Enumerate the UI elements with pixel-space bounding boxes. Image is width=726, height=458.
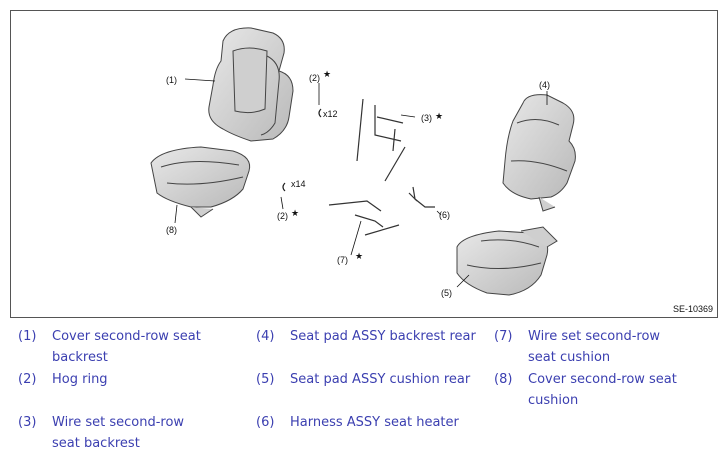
quantity-12: x12 xyxy=(323,109,338,119)
star-mark: ★ xyxy=(291,208,299,218)
quantity-14: x14 xyxy=(291,179,306,189)
callout-6: (6) xyxy=(439,210,450,220)
legend-text: Wire set second-row seat backrest xyxy=(52,415,185,451)
legend-text: Seat pad ASSY backrest rear xyxy=(290,329,476,344)
callout-2-top: (2) xyxy=(309,73,320,83)
legend-number: (3) xyxy=(18,415,37,430)
legend-text: Cover second-row seat backrest xyxy=(52,329,201,365)
callout-2-bottom: (2) xyxy=(277,211,288,221)
star-mark: ★ xyxy=(355,251,363,261)
legend-number: (6) xyxy=(256,415,275,430)
legend-text: Wire set second-row seat cushion xyxy=(528,329,661,365)
parts-legend: (1) Cover second-row seat backrest (2) H… xyxy=(0,326,726,456)
legend-number: (4) xyxy=(256,329,275,344)
cushion-cover-part xyxy=(150,146,251,218)
backrest-cover-part xyxy=(208,27,294,142)
cushion-pad-part xyxy=(456,226,558,296)
exploded-parts-diagram: (1) (2) ★ x12 x14 (2) ★ (3) ★ (4) (5) (6… xyxy=(10,10,718,318)
backrest-pad-part xyxy=(502,94,576,212)
seat-heater-harness-part xyxy=(408,186,435,208)
hog-ring-part xyxy=(282,108,322,192)
legend-text: Hog ring xyxy=(52,372,108,387)
legend-number: (2) xyxy=(18,372,37,387)
callout-4: (4) xyxy=(539,80,550,90)
callout-8: (8) xyxy=(166,225,177,235)
backrest-wire-set-part xyxy=(356,98,406,182)
legend-number: (5) xyxy=(256,372,275,387)
legend-number: (1) xyxy=(18,329,37,344)
star-mark: ★ xyxy=(323,69,331,79)
legend-text: Harness ASSY seat heater xyxy=(290,415,459,430)
legend-number: (7) xyxy=(494,329,513,344)
legend-number: (8) xyxy=(494,372,513,387)
legend-text: Cover second-row seat cushion xyxy=(528,372,677,408)
star-mark: ★ xyxy=(435,111,443,121)
callout-1: (1) xyxy=(166,75,177,85)
callout-3: (3) xyxy=(421,113,432,123)
figure-id: SE-10369 xyxy=(672,304,713,314)
callout-7: (7) xyxy=(337,255,348,265)
cushion-wire-set-part xyxy=(328,200,400,236)
leader-lines xyxy=(174,78,548,288)
callout-5: (5) xyxy=(441,288,452,298)
legend-text: Seat pad ASSY cushion rear xyxy=(290,372,471,387)
diagram-canvas: (1) (2) ★ x12 x14 (2) ★ (3) ★ (4) (5) (6… xyxy=(150,27,576,298)
